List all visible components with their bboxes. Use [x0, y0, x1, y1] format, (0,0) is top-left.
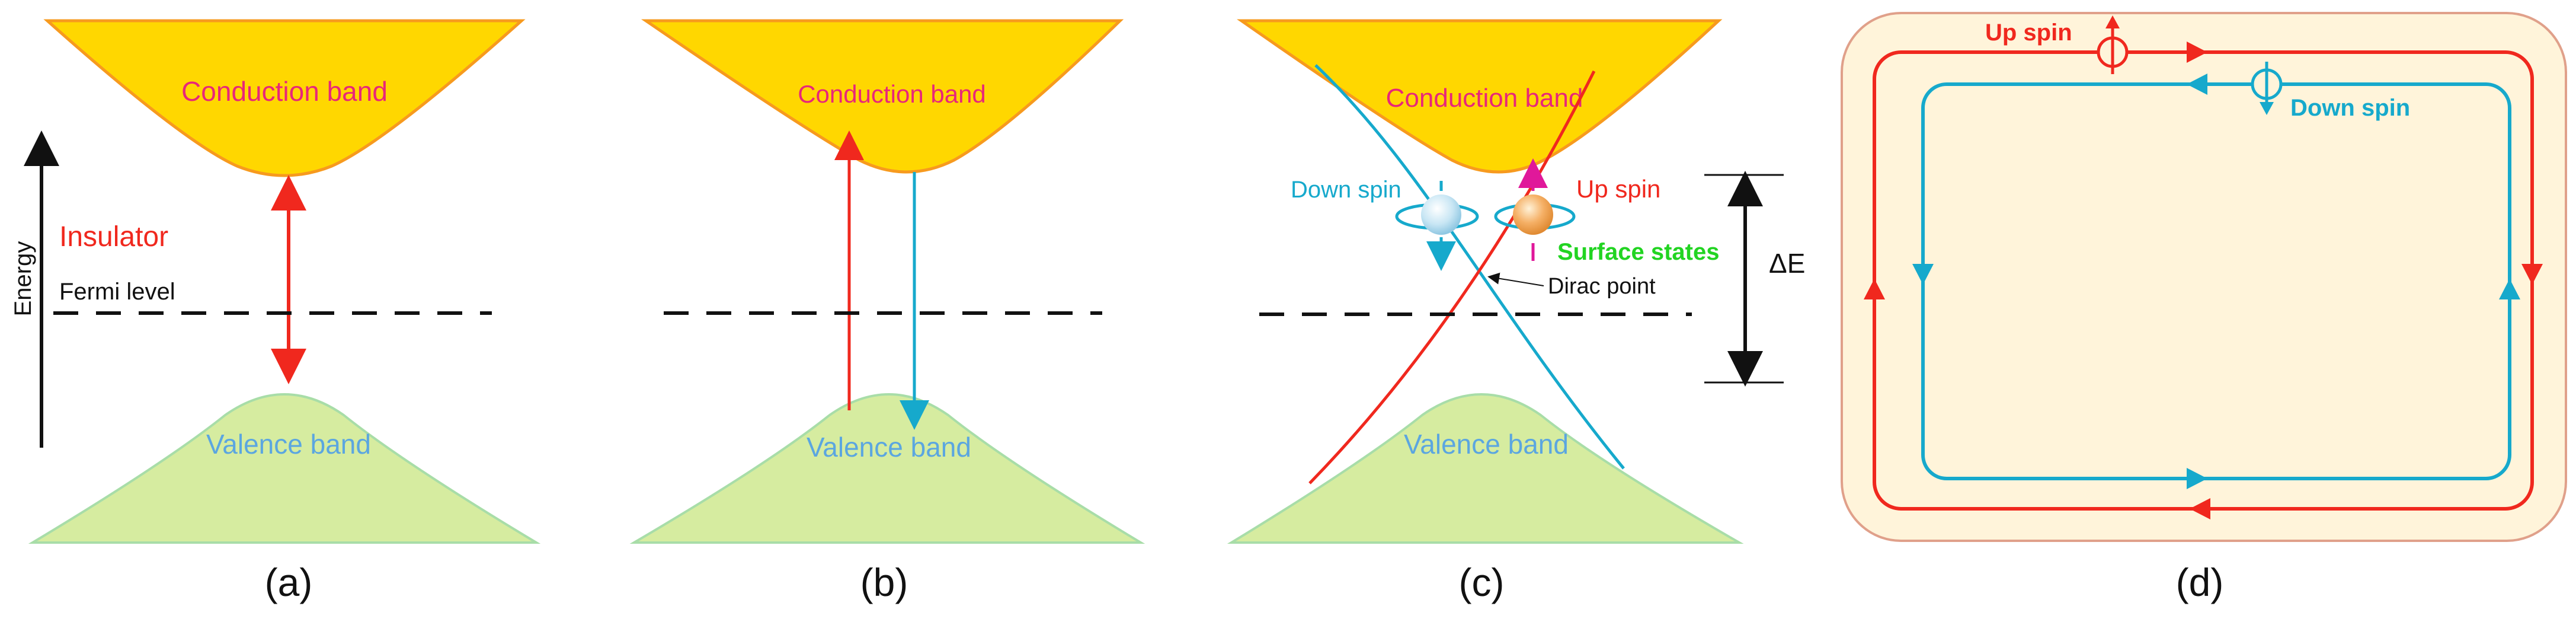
sample-region	[1841, 12, 2567, 542]
down-spin-direction-arrow	[2187, 74, 2207, 95]
valence-band-shape	[28, 393, 541, 544]
panel-a: Conduction band Valence band Energy Insu…	[10, 19, 541, 604]
panel-c: Conduction band Valence band Down spin U…	[1227, 19, 1805, 604]
conduction-band-label: Conduction band	[798, 80, 986, 108]
up-spin-direction-arrow	[2521, 264, 2543, 285]
dirac-point-pointer	[1487, 272, 1544, 286]
surface-states-label: Surface states	[1557, 239, 1719, 265]
fermi-level-label: Fermi level	[59, 279, 175, 305]
down-spin-label: Down spin	[1291, 177, 1401, 203]
surface-state-down-spin-line	[1314, 64, 1625, 470]
up-spin-direction-arrow	[2187, 42, 2207, 63]
panel-b-caption: (b)	[860, 560, 908, 604]
gap-label: ΔE	[1769, 248, 1805, 279]
down-spin-direction-arrow	[1912, 264, 1934, 285]
valence-band-label: Valence band	[1404, 429, 1569, 460]
conduction-band-label: Conduction band	[181, 76, 388, 107]
up-spin-label: Up spin	[1576, 175, 1660, 203]
dirac-point-label: Dirac point	[1548, 274, 1656, 299]
up-spin-label: Up spin	[1985, 20, 2072, 46]
valence-band-shape	[1227, 393, 1744, 544]
panel-b: Conduction band Valence band (b)	[629, 19, 1145, 604]
panel-a-caption: (a)	[265, 560, 313, 604]
conduction-band-shape	[641, 19, 1124, 174]
down-spin-label: Down spin	[2290, 95, 2410, 121]
conduction-band-label: Conduction band	[1386, 84, 1583, 113]
valence-band-label: Valence band	[206, 429, 371, 460]
energy-axis-label: Energy	[10, 241, 36, 317]
valence-band-label: Valence band	[807, 432, 971, 463]
conduction-band-shape	[1237, 19, 1723, 174]
up-spin-symbol	[2097, 15, 2129, 74]
panel-c-caption: (c)	[1459, 560, 1505, 604]
down-spin-direction-arrow	[2187, 468, 2207, 489]
down-spin-particle	[1395, 181, 1479, 271]
up-spin-direction-arrow	[1864, 279, 1885, 299]
panel-d: Up spin Down spin (d)	[1841, 12, 2567, 604]
up-spin-direction-arrow	[2190, 498, 2210, 519]
insulator-label: Insulator	[59, 221, 168, 253]
down-spin-symbol	[2251, 62, 2283, 115]
up-spin-particle	[1494, 158, 1576, 261]
panel-d-caption: (d)	[2176, 560, 2224, 604]
surface-state-up-spin-line	[1308, 70, 1596, 484]
down-spin-direction-arrow	[2499, 279, 2520, 299]
valence-band-shape	[629, 393, 1145, 544]
